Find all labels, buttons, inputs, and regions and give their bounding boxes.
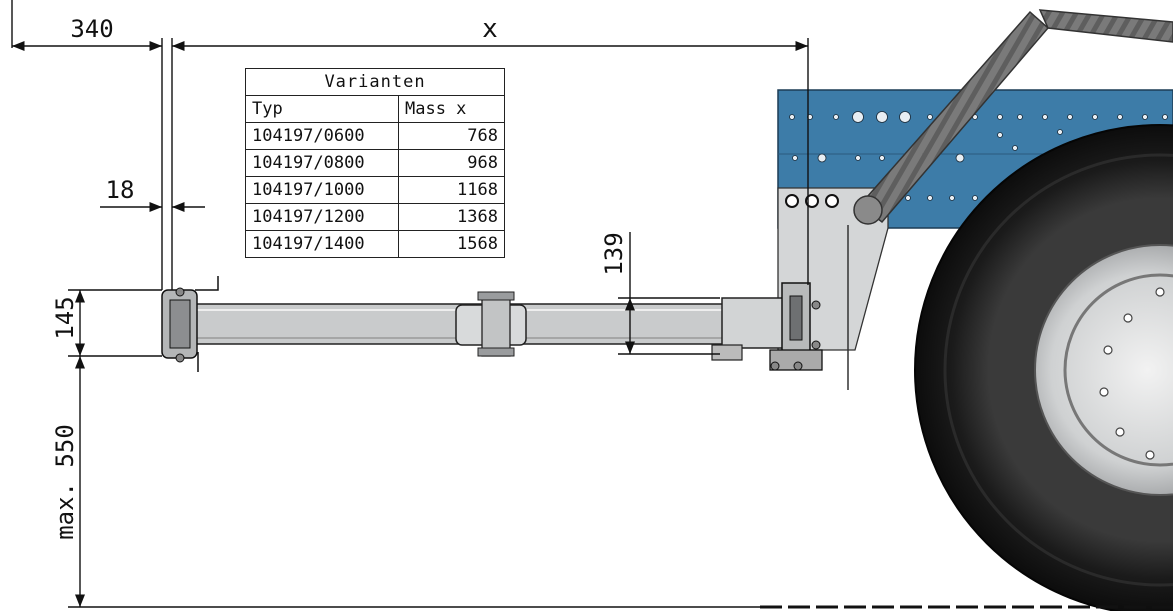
cell-mass-x: 768	[398, 122, 505, 150]
cell-mass-x: 1368	[398, 203, 505, 231]
wheel-bolts	[1099, 287, 1165, 460]
cell-mass-x: 1568	[398, 230, 505, 258]
cell-mass-x: 1168	[398, 176, 505, 204]
cell-typ: 104197/1200	[245, 203, 399, 231]
dim-label-x: x	[482, 14, 498, 44]
table-row: 104197/1400 1568	[245, 230, 505, 258]
dimension-lines	[11, 0, 809, 608]
cell-typ: 104197/1400	[245, 230, 399, 258]
cell-typ: 104197/0600	[245, 122, 399, 150]
left-end-cap	[161, 276, 219, 372]
table-row: 104197/0600 768	[245, 122, 505, 150]
variants-table: Varianten Typ Mass x 104197/0600 768 104…	[245, 68, 505, 258]
cell-typ: 104197/1000	[245, 176, 399, 204]
dim-label-145: 145	[51, 296, 79, 339]
variants-table-caption: Varianten	[245, 68, 505, 96]
bracket-holes	[785, 194, 839, 208]
header-typ: Typ	[245, 95, 399, 123]
dim-label-max-550: max. 550	[51, 424, 79, 540]
vehicle	[777, 9, 1173, 611]
cell-typ: 104197/0800	[245, 149, 399, 177]
dim-label-18: 18	[106, 176, 135, 204]
table-row: 104197/1000 1168	[245, 176, 505, 204]
table-row: 104197/1200 1368	[245, 203, 505, 231]
header-mass-x: Mass x	[398, 95, 505, 123]
right-mount-clamp	[769, 282, 823, 371]
dimension-labels: 340 x 18 139 145 max. 550	[51, 14, 628, 540]
mudguard-strut	[858, 10, 1050, 224]
wheel-rim	[1034, 244, 1173, 496]
cell-mass-x: 968	[398, 149, 505, 177]
dim-label-340: 340	[70, 15, 113, 43]
underrun-bar-assembly	[161, 276, 823, 372]
dim-label-139: 139	[600, 232, 628, 275]
table-row: 104197/0800 968	[245, 149, 505, 177]
chassis-holes	[789, 111, 1168, 201]
middle-clamp	[455, 291, 527, 357]
